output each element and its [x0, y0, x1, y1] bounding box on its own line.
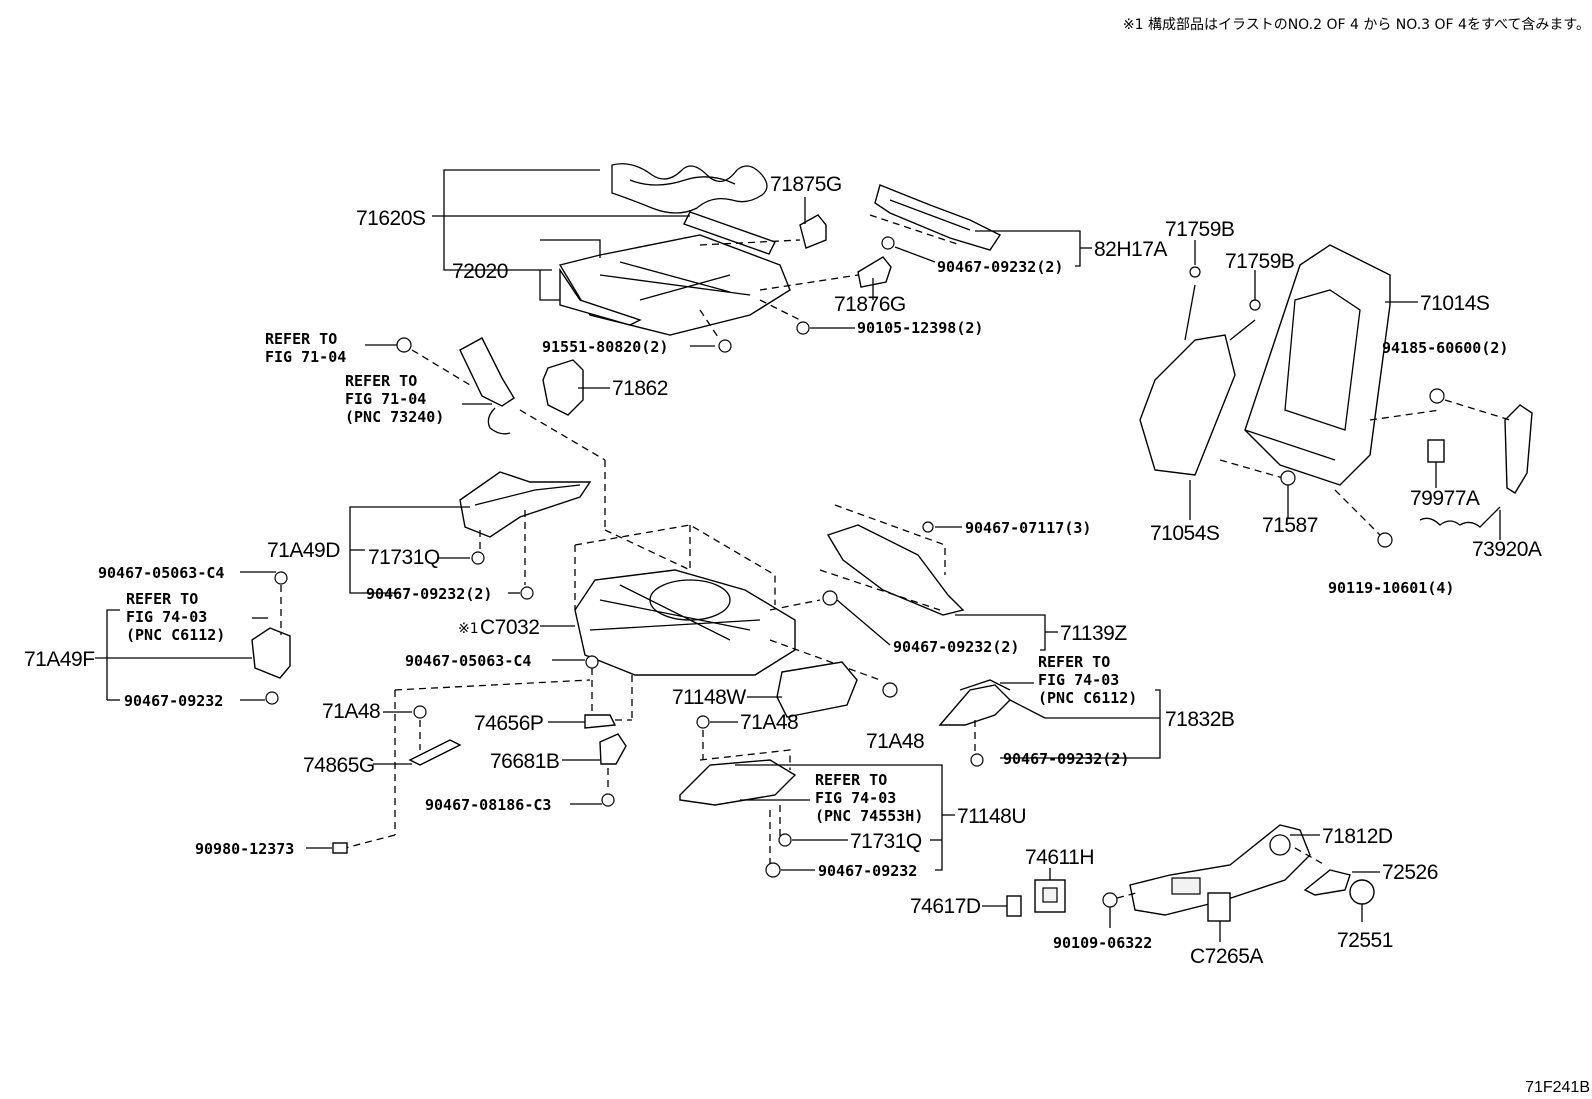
refer-71-04-b-line1: REFER TO	[345, 372, 417, 390]
label-82H17A: 82H17A	[1094, 238, 1167, 261]
label-76681B: 76681B	[490, 750, 559, 773]
refer-74-03-b-line3: (PNC C6112)	[1038, 689, 1137, 707]
label-71054S: 71054S	[1150, 522, 1220, 545]
label-71812D: 71812D	[1322, 825, 1393, 848]
side-shield-71812D-drawing	[1102, 824, 1380, 942]
label-90467-09232-2-c: 90467-09232(2)	[893, 638, 1019, 656]
label-74865G: 74865G	[303, 754, 375, 777]
label-C7032-mark: ※1	[458, 621, 479, 637]
label-74611H: 74611H	[1025, 846, 1094, 869]
label-71A49F: 71A49F	[24, 648, 95, 671]
refer-74-03-b-line2: FIG 74-03	[1038, 671, 1119, 689]
cover-71148U-drawing	[679, 715, 955, 878]
refer-74-03-a-line3: (PNC C6112)	[126, 626, 225, 644]
label-74656P: 74656P	[474, 712, 543, 735]
leader-lines-right	[1189, 240, 1511, 540]
side-cover-71A49D-drawing	[459, 471, 592, 538]
refer-fig-74-03-c: REFER TO FIG 74-03 (PNC 74553H)	[815, 771, 923, 825]
refer-71-04-a-line1: REFER TO	[265, 330, 337, 348]
label-91551-80820-2: 91551-80820(2)	[542, 338, 668, 356]
diagram-code: 71F241B	[1525, 1079, 1590, 1096]
label-71587: 71587	[1262, 514, 1318, 537]
label-71148W: 71148W	[672, 686, 746, 709]
refer-71-04-a-line2: FIG 71-04	[265, 348, 346, 366]
label-C7032: C7032	[480, 616, 539, 639]
label-90119-10601-4: 90119-10601(4)	[1328, 579, 1454, 597]
label-90467-09232-2-a: 90467-09232(2)	[937, 258, 1063, 276]
label-71759B-a: 71759B	[1165, 218, 1234, 241]
label-71731Q-b: 71731Q	[850, 830, 922, 853]
refer-71-04-b-line2: FIG 71-04	[345, 390, 426, 408]
leader-lines-71A49D	[349, 506, 526, 594]
label-90467-09232-b: 90467-09232	[818, 862, 917, 880]
rail-71139Z-drawing	[819, 504, 1058, 651]
label-71759B-b: 71759B	[1225, 250, 1294, 273]
refer-74-03-a-line2: FIG 74-03	[126, 608, 207, 626]
label-71876G: 71876G	[834, 293, 906, 316]
header-note: ※1 構成部品はイラストのNO.2 OF 4 から NO.3 OF 4をすべて含…	[1123, 17, 1590, 33]
label-90467-07117-3: 90467-07117(3)	[965, 519, 1091, 537]
refer-74-03-c-line2: FIG 74-03	[815, 789, 896, 807]
fastener-icons-right	[1189, 266, 1445, 548]
fastener-icons-top	[718, 236, 895, 353]
cover-71862-drawing	[542, 359, 584, 416]
refer-71-04-b-line3: (PNC 73240)	[345, 408, 444, 426]
refer-fig-71-04-a: REFER TO FIG 71-04	[265, 330, 471, 386]
label-71148U: 71148U	[957, 805, 1026, 828]
fastener-90467-09232-b	[520, 586, 534, 600]
label-90980-12373: 90980-12373	[195, 840, 294, 858]
label-71731Q-a: 71731Q	[368, 546, 440, 569]
label-71832B: 71832B	[1165, 708, 1234, 731]
label-71A48-b: 71A48	[740, 711, 798, 734]
label-90467-09232-2-d: 90467-09232(2)	[1003, 750, 1129, 768]
label-94185-60600-2: 94185-60600(2)	[1382, 339, 1508, 357]
refer-74-03-c-line1: REFER TO	[815, 771, 887, 789]
label-72551: 72551	[1337, 929, 1393, 952]
label-90467-05063-C4-a: 90467-05063-C4	[98, 564, 224, 582]
label-C7265A: C7265A	[1190, 945, 1263, 968]
fastener-71731Q-a	[471, 551, 485, 565]
label-72020: 72020	[452, 260, 508, 283]
refer-74-03-c-line3: (PNC 74553H)	[815, 807, 923, 825]
seat-pan-C7032-drawing	[519, 409, 881, 681]
label-90467-09232-a: 90467-09232	[124, 692, 223, 710]
fastener-90467-05063-C4-b	[585, 655, 599, 669]
cover-71832B-drawing	[938, 679, 1161, 767]
label-71620S: 71620S	[356, 207, 426, 230]
seat-back-frame-drawing	[1139, 244, 1533, 528]
label-90467-09232-2-b: 90467-09232(2)	[366, 585, 492, 603]
label-71862: 71862	[612, 377, 668, 400]
label-71875G: 71875G	[770, 173, 842, 196]
label-71139Z: 71139Z	[1060, 622, 1127, 645]
label-90109-06322: 90109-06322	[1053, 934, 1152, 952]
label-71014S: 71014S	[1420, 292, 1490, 315]
refer-74-03-b-line1: REFER TO	[1038, 653, 1110, 671]
label-71A49D: 71A49D	[267, 539, 340, 562]
label-90105-12398-2: 90105-12398(2)	[857, 319, 983, 337]
label-74617D: 74617D	[910, 895, 981, 918]
middle-chain-drawing	[548, 668, 633, 807]
side-cover-71A49F-drawing	[95, 571, 291, 705]
label-90467-08186-C3: 90467-08186-C3	[425, 796, 551, 814]
refer-fig-71-04-b: REFER TO FIG 71-04 (PNC 73240)	[345, 337, 515, 435]
label-72526: 72526	[1382, 861, 1438, 884]
seat-cushion-frame-drawing	[558, 163, 1002, 336]
refer-fig-74-03-a: REFER TO FIG 74-03 (PNC C6112)	[126, 590, 225, 644]
label-71A48-c: 71A48	[866, 730, 924, 753]
leader-lines-top	[432, 169, 1092, 347]
cover-71148W-drawing	[776, 661, 858, 718]
label-79977A: 79977A	[1410, 487, 1480, 510]
label-71A48-a: 71A48	[322, 700, 380, 723]
label-73920A: 73920A	[1472, 538, 1542, 561]
fastener-71A48-c	[882, 682, 898, 698]
left-chain-drawing	[306, 679, 591, 854]
refer-74-03-a-line1: REFER TO	[126, 590, 198, 608]
label-90467-05063-C4-b: 90467-05063-C4	[405, 652, 531, 670]
pads-drawing	[982, 868, 1066, 917]
refer-fig-74-03-b: REFER TO FIG 74-03 (PNC C6112)	[1038, 653, 1137, 707]
